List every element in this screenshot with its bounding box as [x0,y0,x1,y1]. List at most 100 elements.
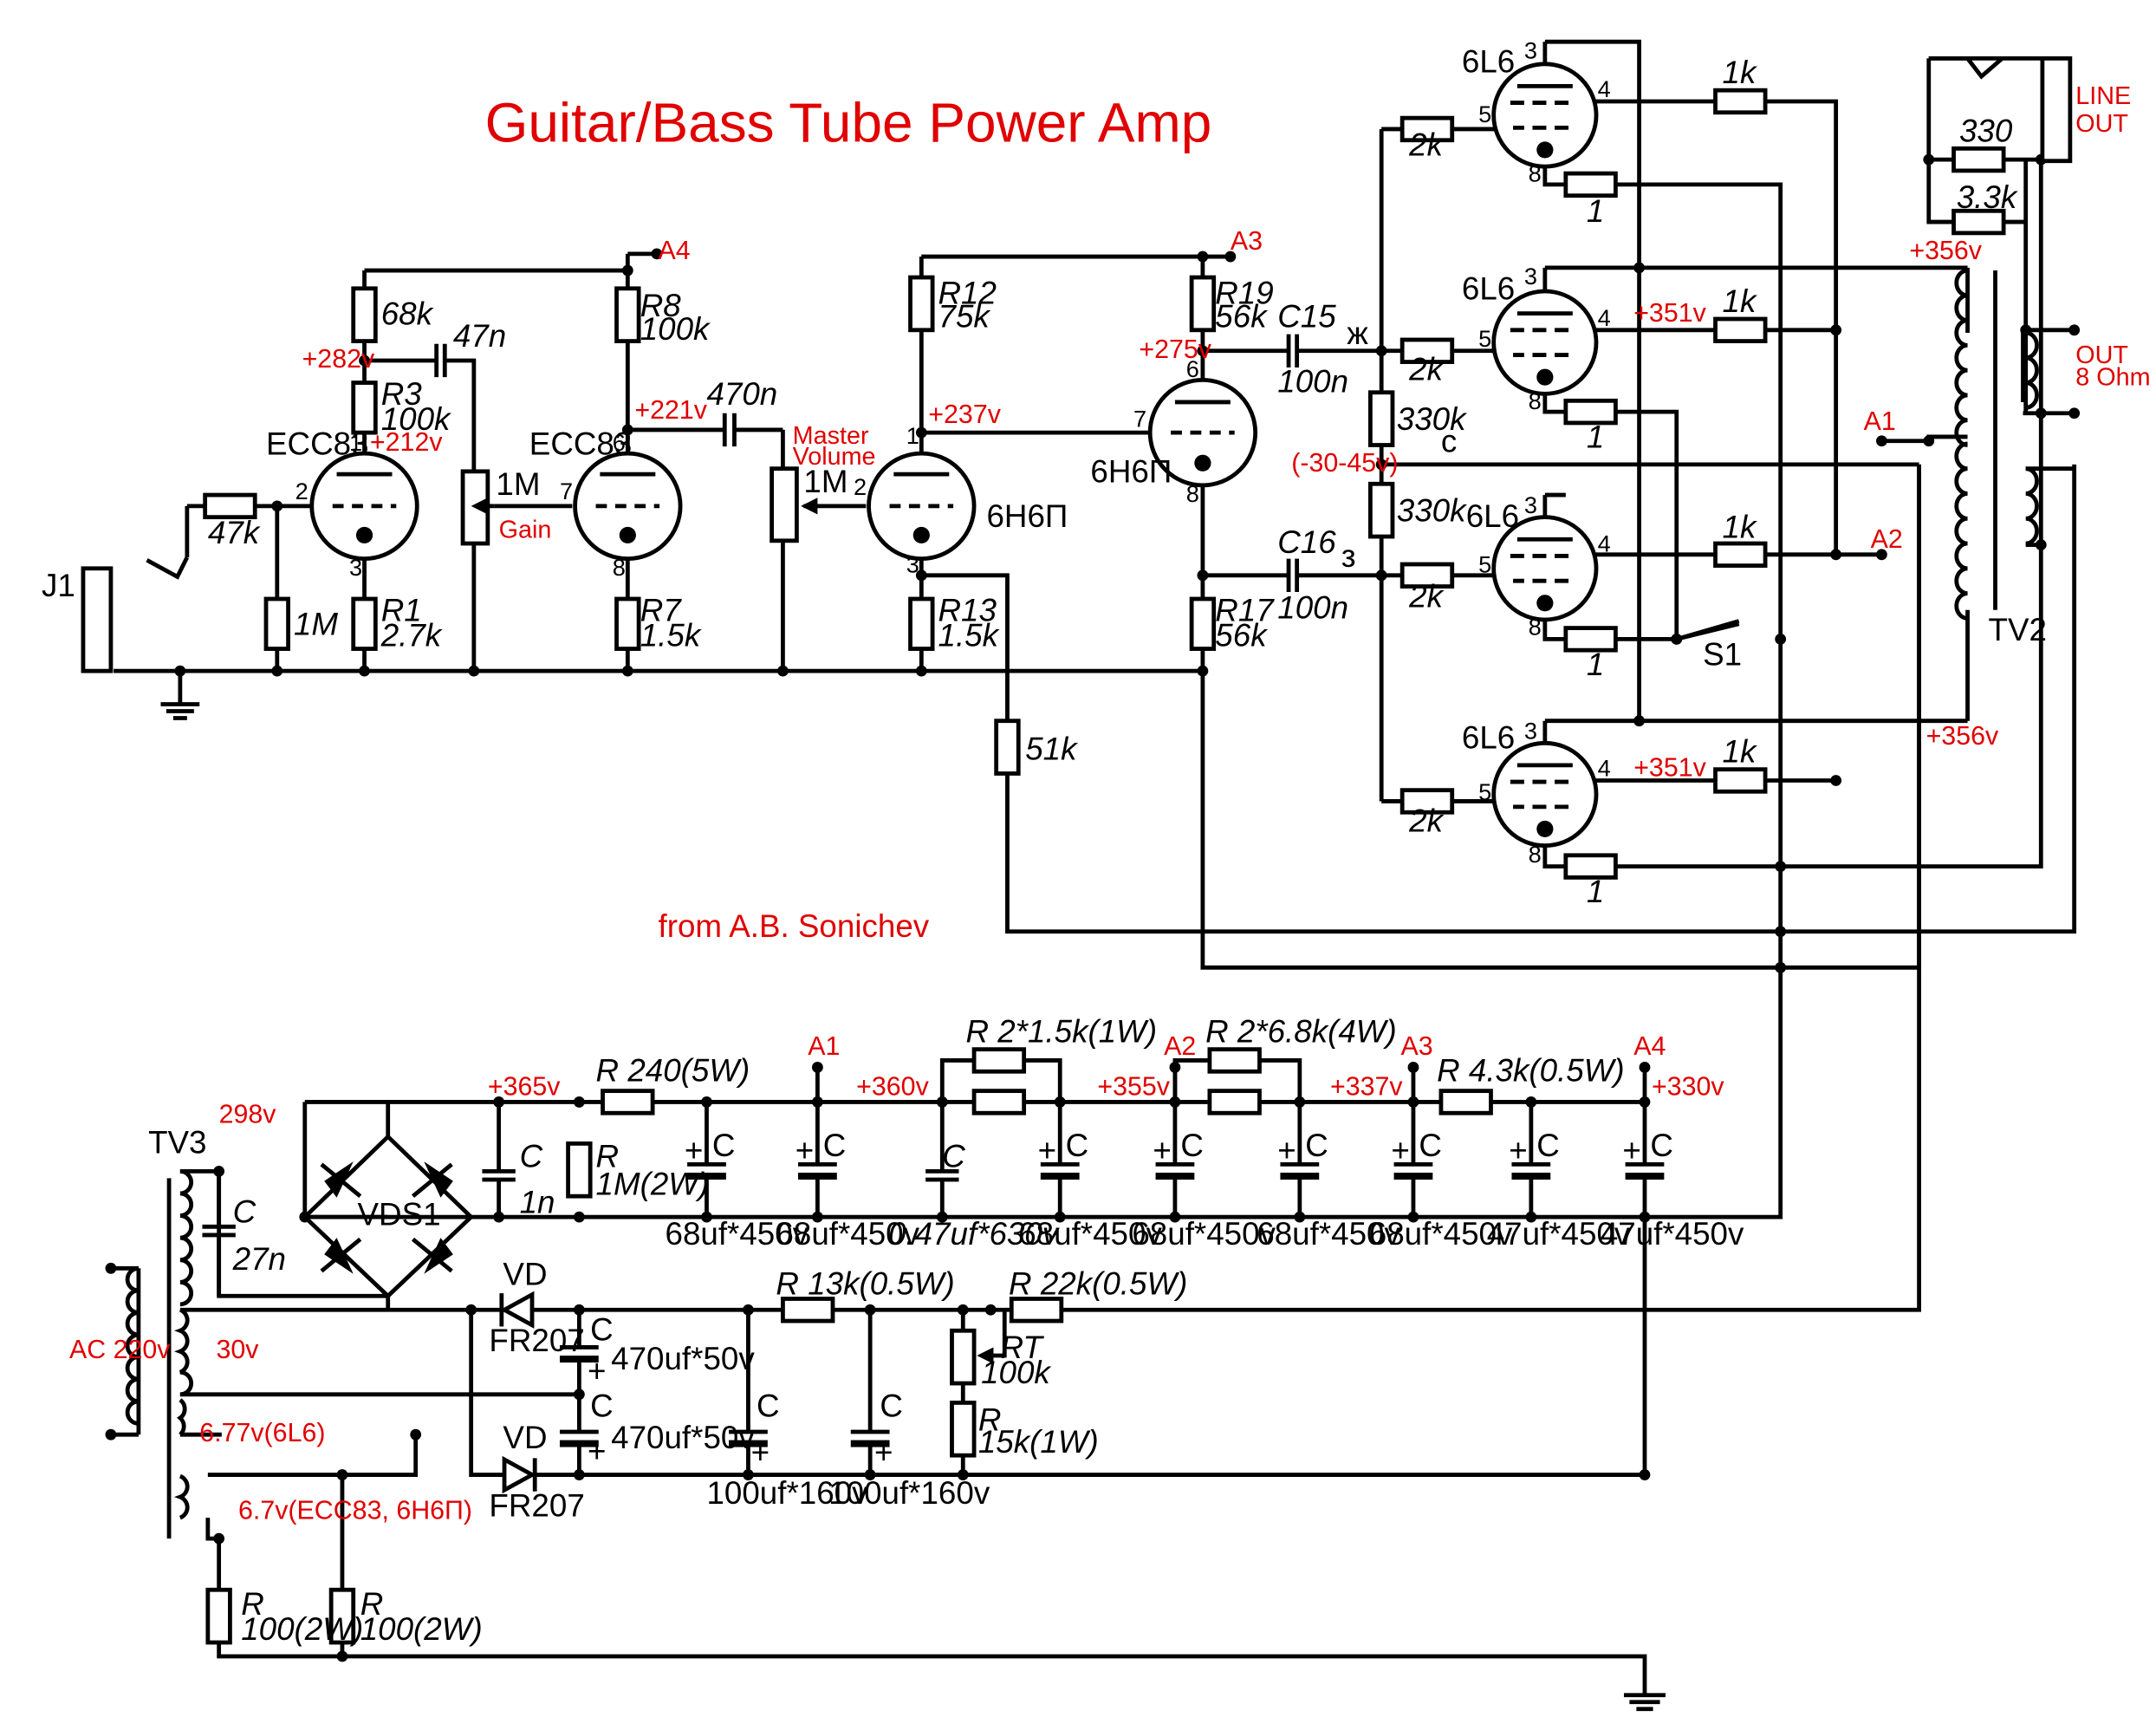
svg-text:R 2*1.5k(1W): R 2*1.5k(1W) [965,1014,1157,1050]
svg-text:1.5k: 1.5k [938,617,1000,653]
svg-text:R: R [241,1586,264,1622]
svg-text:1k: 1k [1723,55,1757,90]
svg-text:6Н6П: 6Н6П [986,498,1068,534]
svg-text:R 4.3k(0.5W): R 4.3k(0.5W) [1437,1052,1625,1088]
svg-text:+360v: +360v [856,1071,929,1101]
svg-text:+237v: +237v [928,400,1001,429]
svg-text:3: 3 [1524,36,1537,63]
svg-text:100(2W): 100(2W) [360,1611,483,1647]
svg-text:2: 2 [295,478,308,504]
svg-text:4: 4 [1598,755,1611,782]
svg-text:7: 7 [1133,406,1146,432]
svg-text:6Н6П: 6Н6П [1090,454,1172,490]
svg-text:47uf*450v: 47uf*450v [1601,1216,1744,1252]
svg-text:C: C [233,1194,257,1230]
svg-text:100k: 100k [381,401,451,437]
svg-text:5: 5 [1478,551,1491,578]
svg-text:6: 6 [613,429,626,456]
svg-text:1k: 1k [1723,283,1757,319]
svg-text:2k: 2k [1408,803,1444,839]
svg-text:C: C [1419,1128,1442,1163]
tube-v4-6n6p [1147,377,1258,488]
svg-text:8: 8 [1529,614,1542,641]
gain-pot[interactable] [460,469,495,546]
trim-pot-rt[interactable] [977,1310,1007,1364]
svg-text:27n: 27n [232,1241,286,1277]
svg-text:470uf*50v: 470uf*50v [611,1420,755,1455]
svg-text:C15: C15 [1277,299,1336,335]
svg-text:R 240(5W): R 240(5W) [596,1052,750,1088]
svg-text:A2: A2 [1164,1031,1196,1061]
svg-text:Volume: Volume [793,443,876,471]
svg-text:8: 8 [1529,387,1542,414]
svg-text:1M(2W): 1M(2W) [596,1167,710,1202]
svg-text:6.77v(6L6): 6.77v(6L6) [199,1418,325,1447]
svg-text:330: 330 [1959,113,2013,148]
svg-text:68uf*450v: 68uf*450v [1369,1216,1513,1252]
svg-text:6L6: 6L6 [1462,43,1515,79]
svg-text:6L6: 6L6 [1466,498,1519,534]
svg-text:+: + [1509,1133,1527,1168]
svg-text:3: 3 [906,551,919,578]
svg-text:56k: 56k [1215,617,1268,653]
svg-text:OUT: OUT [2075,110,2128,138]
svg-text:Master: Master [793,422,869,450]
svg-text:TV3: TV3 [148,1125,206,1161]
svg-text:+221v: +221v [634,395,707,425]
svg-text:C16: C16 [1277,524,1336,560]
svg-text:30v: 30v [216,1335,259,1364]
svg-text:+: + [1391,1133,1409,1168]
svg-text:68uf*450v: 68uf*450v [776,1216,919,1252]
svg-text:R 2*6.8k(4W): R 2*6.8k(4W) [1205,1014,1397,1050]
svg-text:3.3k: 3.3k [1957,179,2018,215]
svg-text:+351v: +351v [1633,298,1706,328]
svg-text:R 22k(0.5W): R 22k(0.5W) [1009,1266,1187,1302]
svg-text:S1: S1 [1703,637,1742,673]
svg-text:VD: VD [503,1256,547,1291]
svg-text:+: + [1277,1133,1296,1168]
svg-text:+: + [751,1435,770,1471]
svg-text:+365v: +365v [488,1071,561,1101]
master-volume-pot[interactable] [770,466,818,543]
svg-text:C: C [757,1388,780,1423]
svg-text:R1: R1 [381,593,422,628]
svg-text:68uf*450v: 68uf*450v [1132,1216,1276,1252]
supply-resistors [205,1047,1493,1645]
svg-text:OUT: OUT [2075,341,2128,369]
svg-text:100n: 100n [1277,589,1348,625]
svg-text:+212v: +212v [370,427,443,457]
input-jack-j1[interactable] [81,566,114,673]
svg-text:330k: 330k [1397,492,1467,528]
svg-text:R: R [360,1586,384,1622]
svg-text:Gain: Gain [499,517,552,544]
svg-text:A3: A3 [1231,226,1263,256]
power-tube-2 [1491,289,1599,396]
svg-text:C: C [590,1388,614,1423]
svg-text:VD: VD [503,1420,547,1455]
svg-text:A4: A4 [659,236,691,265]
svg-text:470uf*50v: 470uf*50v [611,1341,755,1376]
svg-text:6L6: 6L6 [1462,720,1515,756]
svg-text:C: C [1650,1128,1673,1163]
svg-text:75k: 75k [938,299,991,335]
svg-text:1: 1 [1587,193,1604,229]
diode-vd-top [499,1291,535,1329]
svg-text:+: + [874,1435,893,1471]
standby-switch-s1[interactable] [1671,619,1740,645]
svg-text:R3: R3 [381,376,423,412]
line-out-jack[interactable] [2040,55,2073,164]
svg-text:8 Ohm: 8 Ohm [2075,364,2150,392]
svg-text:3: 3 [1524,491,1537,518]
svg-text:+: + [588,1353,606,1389]
svg-text:3: 3 [349,554,362,581]
svg-text:R 13k(0.5W): R 13k(0.5W) [776,1266,954,1302]
svg-text:7: 7 [560,478,573,504]
svg-text:4: 4 [1598,304,1611,331]
power-tube-1 [1491,62,1599,169]
svg-text:330k: 330k [1397,401,1467,437]
svg-text:RT: RT [1000,1330,1044,1365]
svg-text:R8: R8 [640,288,682,323]
svg-text:1: 1 [906,422,919,449]
